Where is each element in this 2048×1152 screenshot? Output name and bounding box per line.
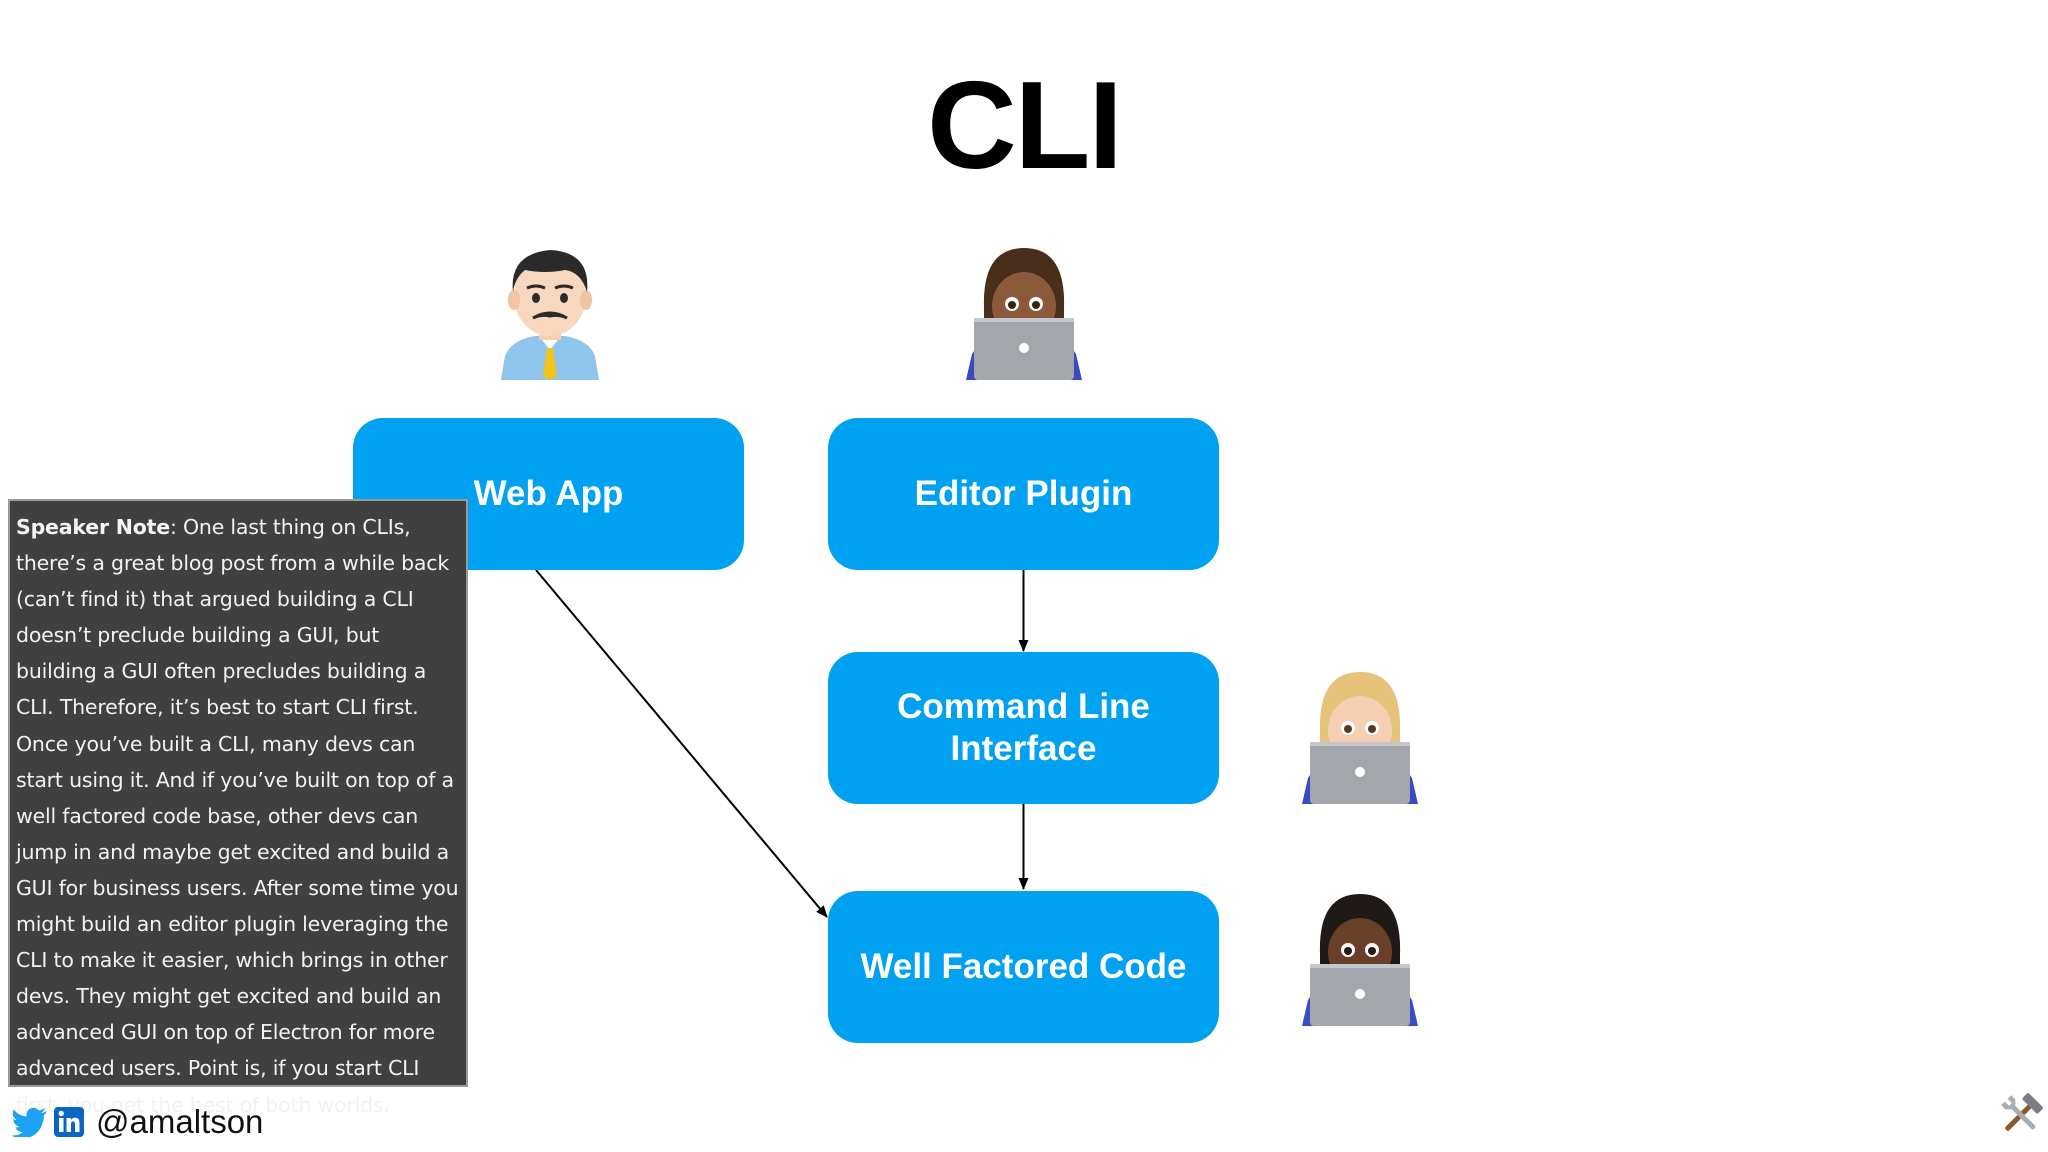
linkedin-icon[interactable] [54, 1107, 84, 1137]
speaker-note: Speaker Note: One last thing on CLIs, th… [8, 499, 468, 1117]
arrow-webapp-to-code [535, 569, 828, 918]
social-footer: @amaltson [12, 1100, 263, 1144]
speaker-note-text: : One last thing on CLIs, there’s a grea… [16, 515, 459, 1117]
slide-title: CLI [927, 57, 1123, 195]
speaker-note-heading: Speaker Note [16, 515, 170, 539]
twitter-icon[interactable] [12, 1107, 48, 1137]
well-factored-code-node: Well Factored Code [828, 891, 1219, 1043]
technologist-icon [1302, 894, 1418, 1026]
technologist-icon [1302, 672, 1418, 804]
technologist-icon [966, 248, 1082, 380]
office-worker-icon [501, 250, 599, 380]
hammer-wrench-icon [2001, 1093, 2043, 1131]
editor-plugin-node: Editor Plugin [828, 418, 1219, 570]
command-line-interface-node: Command Line Interface [828, 652, 1219, 804]
social-handle[interactable]: @amaltson [96, 1103, 264, 1140]
